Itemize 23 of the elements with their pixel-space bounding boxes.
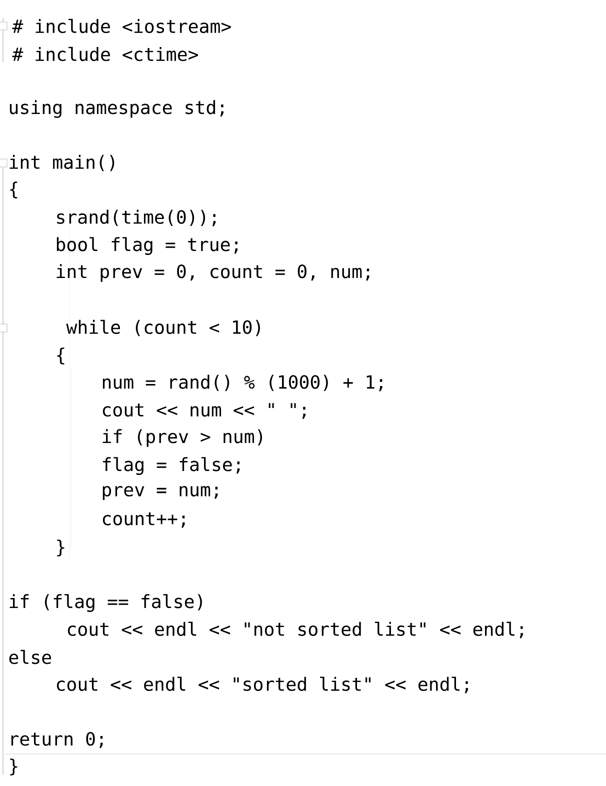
code-line: { [57,348,64,364]
code-line: num = rand() % (1000) + 1; [102,374,382,392]
code-line: { [10,182,18,198]
code-line: # include <iostream> [12,18,231,34]
code-line: cout << endl << "not sorted list" << endl; [68,622,523,638]
code-line: } [10,758,18,776]
code-line: else [9,650,52,664]
code-line: if (prev > num) [102,429,262,447]
code-line: int prev = 0, count = 0, num; [56,264,370,282]
code-line: cout << num << " "; [102,403,306,419]
code-line: srand(time(0)); [57,210,216,226]
code-line: return 0; [11,732,103,748]
code-line: prev = num; [102,486,218,500]
code-line: if (flag == false) [10,594,202,612]
code-line: } [57,540,64,556]
code-line: while (count < 10) [66,320,260,336]
code-line: flag = false; [102,457,240,475]
code-line: bool flag = true; [56,237,238,255]
code-line: cout << endl << "sorted list" << endl; [56,676,468,694]
code-line: using namespace std; [10,100,224,118]
code-line: int main() [10,154,114,172]
code-line: count++; [102,512,185,528]
code-line: # include <ctime> [12,46,198,62]
